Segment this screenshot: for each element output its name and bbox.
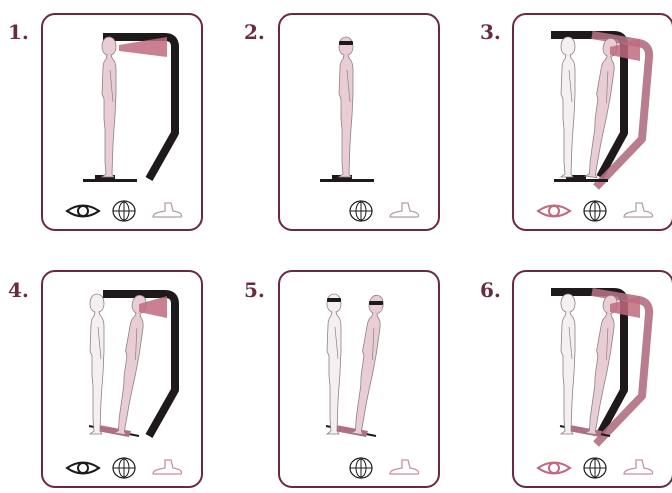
foot-icon — [390, 203, 419, 217]
tilted-figure — [351, 294, 384, 435]
upright-figure — [561, 294, 575, 434]
panel-1 — [41, 13, 203, 231]
upright-figure-body — [561, 37, 575, 177]
visual-frame-fixed — [551, 292, 624, 434]
panel-6 — [512, 270, 672, 488]
eye-icon-iris — [78, 463, 88, 473]
eye-icon-iris — [549, 463, 559, 473]
eye-icon-outline — [538, 463, 570, 474]
panel-4 — [41, 270, 203, 488]
eye-icon-iris — [78, 206, 88, 216]
foot-icon — [153, 203, 182, 217]
panel-1-number: 1. — [8, 20, 29, 44]
panel-2-number: 2. — [244, 20, 265, 44]
panel-6-drawing — [514, 272, 672, 490]
eye-icon — [67, 463, 99, 474]
foot-icon — [153, 460, 182, 474]
eye-icon-iris — [549, 206, 559, 216]
panel-4-number: 4. — [8, 278, 29, 302]
tilted-figure — [114, 294, 147, 435]
vestibular-icon — [584, 201, 606, 221]
panel-5-number: 5. — [244, 278, 265, 302]
upright-figure — [90, 294, 104, 434]
vestibular-icon — [113, 458, 135, 478]
platform-tilted — [97, 425, 131, 437]
panel-3-drawing — [514, 15, 672, 233]
upright-figure-body — [327, 294, 341, 434]
standing-figure-body — [339, 37, 353, 177]
eye-icon — [67, 206, 99, 217]
panel-4-drawing — [43, 272, 205, 490]
foot-icon — [624, 460, 653, 474]
eye-icon-outline — [538, 206, 570, 217]
visor-tilted — [369, 301, 383, 305]
panel-1-drawing — [43, 15, 205, 233]
tilted-figure-body — [114, 294, 147, 435]
platform-tilted — [568, 425, 602, 437]
vestibular-icon — [584, 458, 606, 478]
panel-5 — [278, 270, 440, 488]
panel-6-number: 6. — [480, 278, 501, 302]
upright-figure-body — [90, 294, 104, 434]
visor-upright — [327, 298, 341, 302]
vestibular-icon — [113, 201, 135, 221]
upright-figure — [561, 37, 575, 177]
standing-figure — [102, 37, 116, 177]
standing-figure — [339, 37, 353, 177]
foot-icon — [390, 460, 419, 474]
upright-figure — [327, 294, 341, 434]
panel-2 — [278, 13, 440, 231]
visual-frame-fixed — [551, 35, 624, 177]
panel-3-number: 3. — [480, 20, 501, 44]
eye-icon-outline — [67, 463, 99, 474]
vestibular-icon — [350, 201, 372, 221]
tilted-figure-body — [351, 294, 384, 435]
panel-3 — [512, 13, 672, 231]
foot-icon — [624, 203, 653, 217]
upright-figure-body — [561, 294, 575, 434]
eye-icon-outline — [67, 206, 99, 217]
panel-2-drawing — [280, 15, 442, 233]
standing-figure-body — [102, 37, 116, 177]
vestibular-icon — [350, 458, 372, 478]
platform-tilted — [334, 425, 368, 437]
visor — [339, 41, 353, 45]
eye-icon — [538, 206, 570, 217]
panel-5-drawing — [280, 272, 442, 490]
eye-icon — [538, 463, 570, 474]
